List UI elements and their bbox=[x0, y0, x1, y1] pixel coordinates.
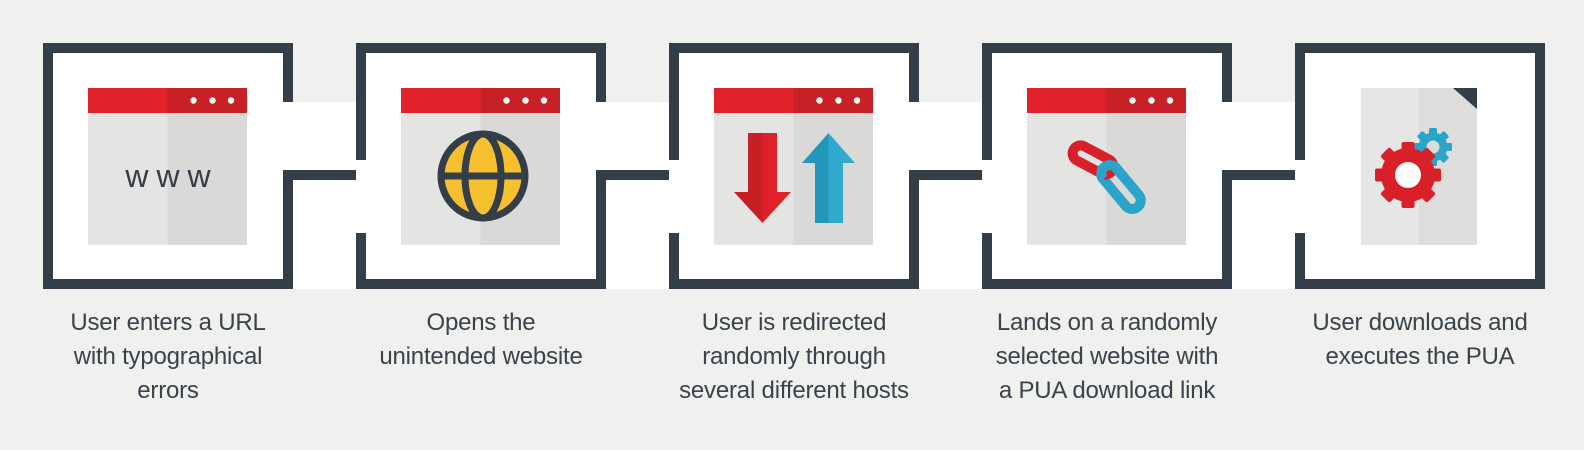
border-left-upper bbox=[669, 43, 679, 160]
browser-window-chain-link-icon bbox=[1027, 88, 1186, 245]
gear-large-icon bbox=[1375, 142, 1441, 208]
border-bottom bbox=[43, 279, 293, 289]
border-bottom bbox=[356, 279, 606, 289]
border-left-lower bbox=[356, 233, 366, 289]
border-bottom bbox=[982, 279, 1232, 289]
bridge-4 bbox=[1232, 102, 1295, 289]
border-right-lower bbox=[596, 170, 606, 289]
step-3-box bbox=[669, 43, 919, 289]
border-left-upper bbox=[1295, 43, 1305, 160]
border-left-lower bbox=[982, 233, 992, 289]
border-right-upper bbox=[909, 43, 919, 102]
border-top bbox=[669, 43, 919, 53]
step-1-box: www bbox=[43, 43, 293, 289]
browser-window-www-icon: www bbox=[88, 88, 247, 245]
border-bottom bbox=[1295, 279, 1545, 289]
document-gears-icon bbox=[1361, 88, 1477, 245]
arrow-line bbox=[596, 170, 684, 180]
bridge-2 bbox=[606, 102, 669, 289]
arrow-line bbox=[909, 170, 997, 180]
folded-corner-icon bbox=[1453, 88, 1477, 109]
border-top bbox=[982, 43, 1232, 53]
browser-window-redirect-arrows-icon bbox=[714, 88, 873, 245]
step-2-box bbox=[356, 43, 606, 289]
bridge-3 bbox=[919, 102, 982, 289]
border-right-lower bbox=[283, 170, 293, 289]
bridge-1 bbox=[293, 102, 356, 289]
border-left-lower bbox=[1295, 233, 1305, 289]
step-4-box bbox=[982, 43, 1232, 289]
border-right-upper bbox=[283, 43, 293, 102]
step-4-caption: Lands on a randomly selected website wit… bbox=[995, 309, 1219, 404]
step-5-caption: User downloads and executes the PUA bbox=[1312, 309, 1528, 370]
border-right-upper bbox=[1222, 43, 1232, 102]
step-1-caption: User enters a URL with typographical err… bbox=[70, 309, 266, 404]
border-bottom bbox=[669, 279, 919, 289]
step-3-caption: User is redirected randomly through seve… bbox=[679, 309, 909, 404]
chain-link-icon bbox=[1067, 140, 1146, 214]
border-left-upper bbox=[356, 43, 366, 160]
border-top bbox=[1295, 43, 1545, 53]
arrow-line bbox=[1222, 170, 1310, 180]
arrow-line bbox=[283, 170, 371, 180]
border-top bbox=[356, 43, 606, 53]
border-left bbox=[43, 43, 53, 289]
border-right-upper bbox=[596, 43, 606, 102]
browser-window-globe-icon bbox=[401, 88, 560, 245]
border-left-upper bbox=[982, 43, 992, 160]
border-right bbox=[1535, 43, 1545, 289]
border-right-lower bbox=[909, 170, 919, 289]
www-label: www bbox=[124, 158, 218, 194]
border-left-lower bbox=[669, 233, 679, 289]
step-5-box bbox=[1295, 43, 1545, 289]
globe-icon bbox=[437, 130, 529, 222]
step-2-caption: Opens the unintended website bbox=[379, 309, 583, 370]
border-right-lower bbox=[1222, 170, 1232, 289]
down-arrow-icon bbox=[734, 133, 791, 223]
up-arrow-icon bbox=[802, 133, 855, 223]
border-top bbox=[43, 43, 293, 53]
